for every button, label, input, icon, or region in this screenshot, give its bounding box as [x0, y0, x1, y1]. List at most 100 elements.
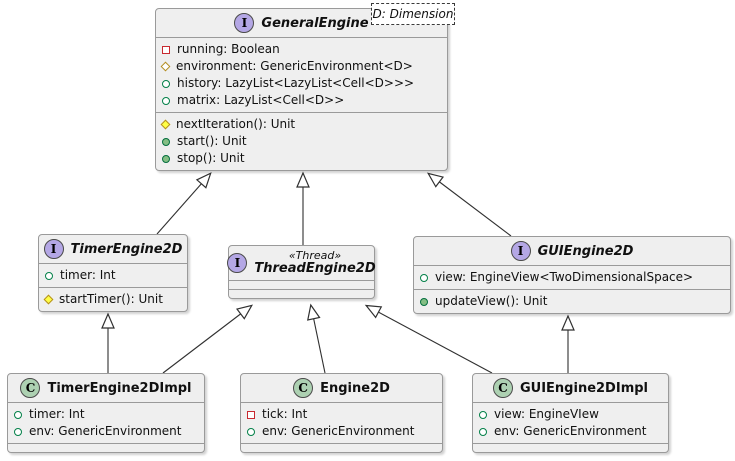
field-row: timer: Int — [14, 406, 198, 423]
interface-icon: I — [227, 253, 248, 274]
field-label: running: Boolean — [177, 42, 280, 56]
field-label: tick: Int — [262, 407, 308, 421]
field-label: env: GenericEnvironment — [262, 424, 415, 438]
method-row: nextIteration(): Unit — [160, 116, 441, 133]
class-box-timerengine2d: I TimerEngine2D timer: Int startTimer():… — [38, 234, 188, 312]
method-row: stop(): Unit — [162, 150, 441, 167]
protected-field-icon — [160, 61, 171, 72]
field-row: env: GenericEnvironment — [479, 423, 662, 440]
field-row: matrix: LazyList<Cell<D>> — [162, 92, 441, 109]
class-icon: C — [492, 378, 513, 398]
method-label: start(): Unit — [177, 134, 247, 148]
template-parameter-box: D: Dimension — [371, 3, 455, 25]
public-field-icon — [162, 79, 170, 88]
public-field-icon — [479, 427, 487, 436]
class-title: C TimerEngine2DImpl — [8, 374, 204, 402]
edge-timerengine2d-generalengine — [156, 172, 212, 235]
field-row: view: EngineVIew — [479, 406, 662, 423]
interface-icon: I — [234, 13, 255, 33]
field-label: env: GenericEnvironment — [29, 424, 182, 438]
protected-method-icon — [43, 294, 54, 305]
class-name: GeneralEngine — [261, 15, 369, 31]
class-name: Engine2D — [320, 380, 390, 396]
class-title: I «Thread» ThreadEngine2D — [227, 246, 376, 280]
methods-section-empty — [229, 289, 374, 298]
method-label: stop(): Unit — [177, 151, 245, 165]
class-box-engine2d: C Engine2D tick: Int env: GenericEnviron… — [240, 373, 443, 453]
public-field-icon — [14, 410, 22, 419]
field-label: timer: Int — [60, 268, 116, 282]
method-row: updateView(): Unit — [420, 293, 724, 310]
class-title: C GUIEngine2DImpl — [473, 374, 668, 402]
method-label: startTimer(): Unit — [59, 292, 163, 306]
class-name: GUIEngine2D — [537, 243, 634, 259]
methods-section: startTimer(): Unit — [39, 287, 187, 311]
method-row: startTimer(): Unit — [43, 291, 181, 308]
class-name: TimerEngine2DImpl — [47, 380, 192, 396]
field-label: matrix: LazyList<Cell<D>> — [177, 93, 345, 107]
public-method-icon — [162, 154, 170, 163]
class-icon: C — [293, 378, 314, 398]
template-parameter-label: D: Dimension — [372, 7, 454, 21]
public-method-icon — [162, 137, 170, 146]
public-field-icon — [479, 410, 487, 419]
field-row: env: GenericEnvironment — [247, 423, 436, 440]
class-box-threadengine2d: I «Thread» ThreadEngine2D — [227, 245, 376, 300]
field-label: history: LazyList<LazyList<Cell<D>>> — [177, 76, 415, 90]
methods-section-empty — [473, 443, 668, 452]
private-field-icon — [247, 410, 255, 419]
class-box-guiengine2dimpl: C GUIEngine2DImpl view: EngineVIew env: … — [472, 373, 669, 453]
fields-section: tick: Int env: GenericEnvironment — [241, 402, 442, 443]
edge-lines — [101, 171, 575, 374]
field-row: env: GenericEnvironment — [14, 423, 198, 440]
interface-icon: I — [510, 241, 531, 261]
class-title: I TimerEngine2D — [39, 235, 187, 263]
method-row: start(): Unit — [162, 133, 441, 150]
public-field-icon — [45, 271, 53, 280]
edge-timerengine2dimpl-threadengine2d — [162, 304, 254, 374]
title-column: «Thread» ThreadEngine2D — [254, 249, 376, 277]
fields-section: view: EngineVIew env: GenericEnvironment — [473, 402, 668, 443]
public-method-icon — [420, 297, 428, 306]
field-row: running: Boolean — [162, 41, 441, 58]
public-field-icon — [14, 427, 22, 436]
method-label: updateView(): Unit — [435, 294, 548, 308]
public-field-icon — [162, 96, 170, 105]
class-title: I GUIEngine2D — [414, 237, 730, 265]
fields-section: timer: Int — [39, 263, 187, 287]
edge-guiengine2d-generalengine — [426, 172, 512, 237]
public-field-icon — [247, 427, 255, 436]
field-row: view: EngineView<TwoDimensionalSpace> — [420, 269, 724, 286]
protected-method-icon — [160, 119, 171, 130]
field-row: environment: GenericEnvironment<D> — [160, 58, 441, 75]
class-title: I GeneralEngine — [156, 9, 447, 37]
methods-section: updateView(): Unit — [414, 289, 730, 313]
class-name: GUIEngine2DImpl — [519, 380, 648, 396]
class-name: ThreadEngine2D — [254, 261, 376, 277]
stereotype-label: «Thread» — [288, 249, 342, 262]
field-row: timer: Int — [45, 267, 181, 284]
field-label: environment: GenericEnvironment<D> — [176, 59, 413, 73]
class-name: TimerEngine2D — [70, 241, 183, 257]
fields-section: timer: Int env: GenericEnvironment — [8, 402, 204, 443]
method-label: nextIteration(): Unit — [176, 117, 296, 131]
methods-section-empty — [8, 443, 204, 452]
edge-engine2d-threadengine2d — [307, 303, 326, 374]
class-icon: C — [20, 378, 41, 398]
class-box-timerengine2dimpl: C TimerEngine2DImpl timer: Int env: Gene… — [7, 373, 205, 453]
class-box-generalengine: I GeneralEngine running: Boolean environ… — [155, 8, 448, 171]
field-row: history: LazyList<LazyList<Cell<D>>> — [162, 75, 441, 92]
interface-icon: I — [43, 239, 64, 259]
field-row: tick: Int — [247, 406, 436, 423]
private-field-icon — [162, 45, 170, 54]
methods-section: nextIteration(): Unit start(): Unit stop… — [156, 112, 447, 170]
field-label: view: EngineView<TwoDimensionalSpace> — [435, 270, 694, 284]
field-label: view: EngineVIew — [494, 407, 599, 421]
fields-section-empty — [229, 280, 374, 289]
field-label: timer: Int — [29, 407, 85, 421]
class-title: C Engine2D — [241, 374, 442, 402]
public-field-icon — [420, 273, 428, 282]
class-box-guiengine2d: I GUIEngine2D view: EngineView<TwoDimens… — [413, 236, 731, 314]
